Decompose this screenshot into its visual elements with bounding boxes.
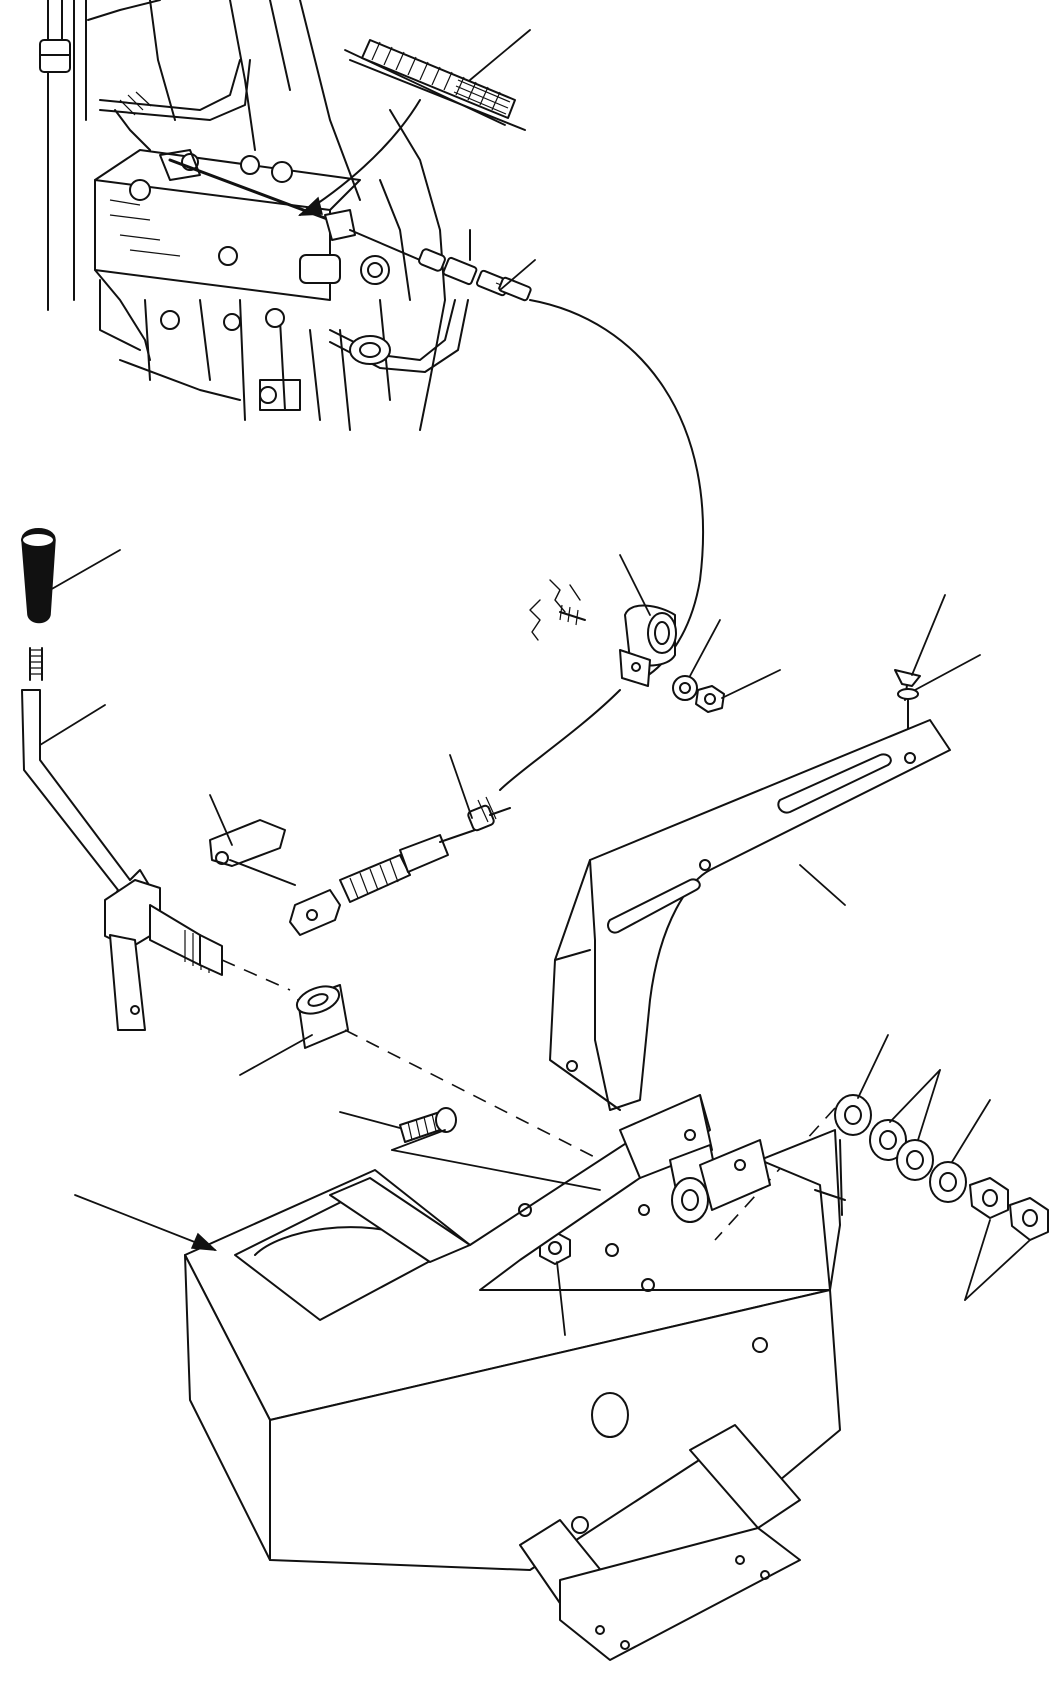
- throttle-hand-lever: [21, 528, 291, 1031]
- mounting-bracket: [549, 719, 951, 1111]
- bolt: [399, 1107, 457, 1143]
- lever-console-housing: [184, 1094, 846, 1661]
- cable-clamp-assembly: [529, 579, 725, 713]
- throttle-cable: [499, 299, 705, 791]
- bushing: [295, 984, 621, 1171]
- cable-spring-detail: [298, 39, 526, 216]
- leader-lines: [39, 29, 1031, 1336]
- washer-nut-stack: [714, 1094, 1049, 1241]
- engine-injection-pump: [39, 0, 532, 431]
- cable-clevis-assembly: [209, 796, 511, 936]
